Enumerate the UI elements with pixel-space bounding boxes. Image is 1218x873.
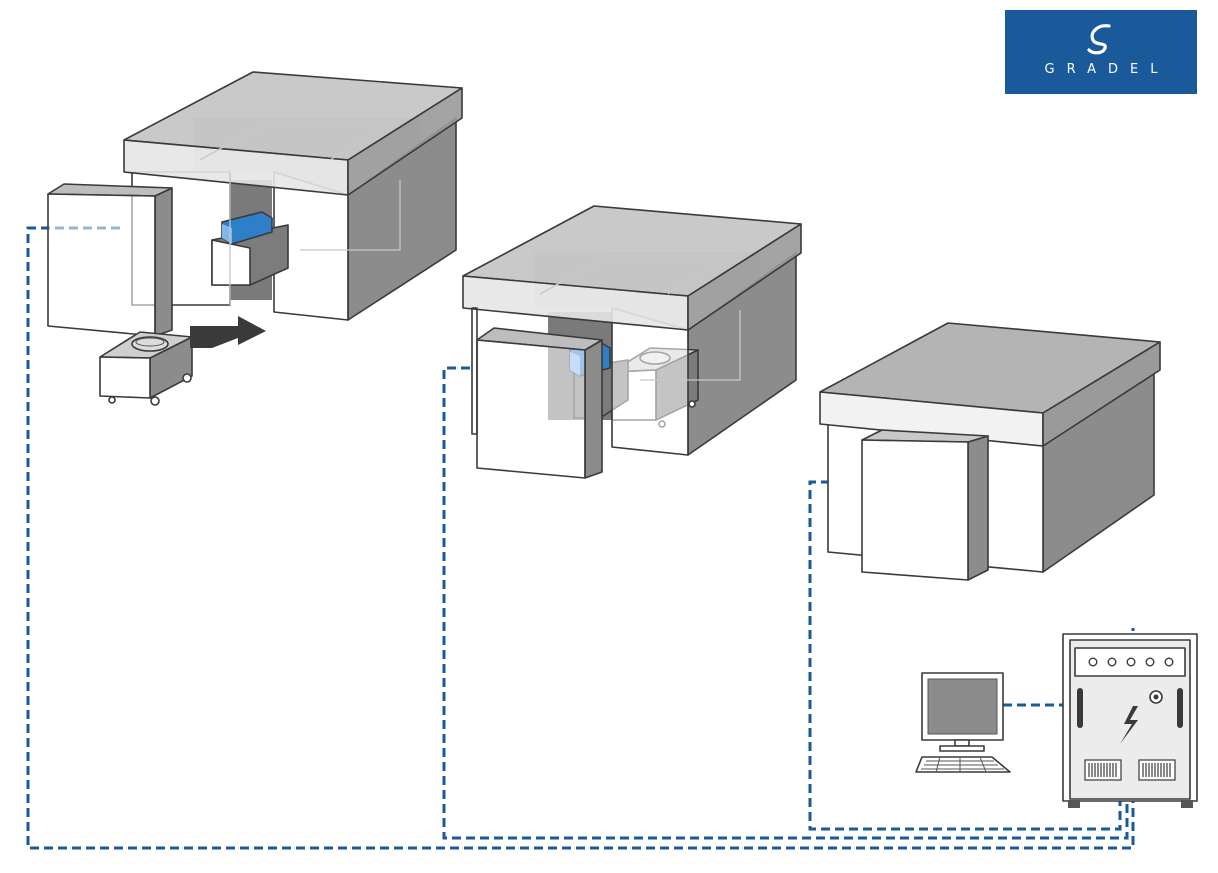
cable-machine-3 [808,480,1122,831]
vent-grille-right [1138,759,1176,781]
arrow-icon [190,316,266,348]
machine-3 [819,322,1161,581]
gradel-logo-icon [1087,24,1111,55]
vent-grille-left [1084,759,1122,781]
cable-machine-2 [442,366,1129,840]
machine-2 [462,205,802,479]
workpiece-cart [99,331,193,406]
brand-logo: GRADEL [1005,10,1197,94]
power-cabinet-icon [1062,633,1198,808]
brand-name: GRADEL [1044,62,1170,77]
indicator-lights [1088,657,1174,667]
machine-1 [47,71,463,337]
computer-icon [915,672,1011,773]
